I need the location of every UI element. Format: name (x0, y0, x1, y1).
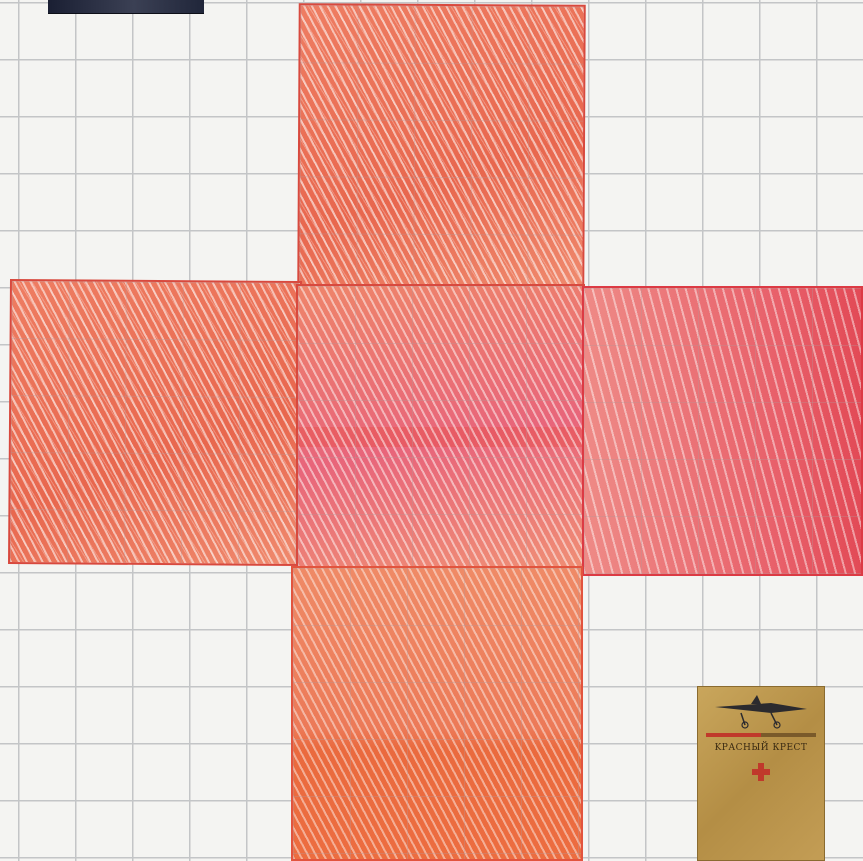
cube-face-left (8, 279, 302, 566)
cube-face-bottom (291, 566, 583, 861)
cube-face-top (297, 3, 585, 288)
cube-face-right (582, 286, 863, 576)
red-cross-icon (750, 761, 772, 783)
airplane-icon (711, 695, 811, 729)
photo-corner (48, 0, 204, 14)
cube-face-center (296, 284, 585, 569)
card-divider (706, 733, 816, 737)
card-title: KРАСНЫЙ КРЕСТ (704, 743, 818, 753)
red-cross-card: KРАСНЫЙ КРЕСТ (697, 686, 825, 861)
